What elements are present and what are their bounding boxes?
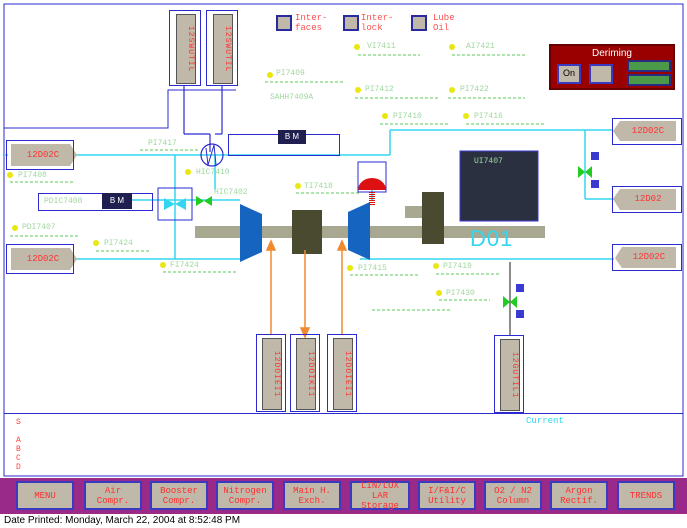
alarm-letter-a: A: [16, 436, 21, 445]
deriming-panel: Deriming On: [549, 44, 675, 90]
deriming-status-2: [627, 74, 671, 86]
coupling: [422, 192, 444, 244]
frame-left-top: [6, 140, 74, 170]
frame-left-bottom: [6, 244, 74, 274]
deriming-on-button[interactable]: On: [557, 64, 581, 84]
tag-pi7415[interactable]: PI7415: [358, 264, 387, 273]
arrow-card-right-mid[interactable]: 12D02: [634, 194, 662, 204]
legend-interfaces-label: Inter-faces: [295, 13, 328, 33]
arrow-card-left-bottom[interactable]: 12D02C: [26, 254, 60, 264]
menu-button-menu[interactable]: MENU: [16, 481, 74, 510]
deriming-off-button[interactable]: [589, 64, 613, 84]
control-valve-left-icon: [157, 187, 193, 221]
arrow-card-right-top[interactable]: 12D02C: [631, 126, 665, 136]
tag-pi7409[interactable]: PI7409: [276, 69, 305, 78]
gear-box: [292, 210, 322, 254]
tag-ui7407[interactable]: UI7407: [474, 157, 503, 166]
tag-card-top-left[interactable]: 12SWUTIL: [176, 14, 196, 84]
alarm-letter-s: S: [16, 418, 21, 427]
alarm-panel: Current S A B C D: [4, 413, 683, 477]
tag-pi7408[interactable]: PI7408: [18, 171, 47, 180]
frame-top-left: [169, 10, 201, 86]
tag-underlines: [10, 54, 545, 311]
tag-card-bottom-3[interactable]: 12DOIEI1: [333, 338, 353, 410]
tag-card-top-right[interactable]: 12SWUTIL: [213, 14, 233, 84]
valve-green-3-icon: [503, 284, 524, 318]
compressor-left-icon: [240, 204, 262, 262]
arrow-card-left-top[interactable]: 12D02C: [26, 150, 60, 160]
compressor-right-icon: [348, 202, 370, 260]
bm-valve-2[interactable]: B M: [102, 193, 132, 209]
heat-exchanger-icon: [200, 143, 224, 167]
tag-ti7418[interactable]: TI7418: [304, 182, 333, 191]
bm-frame-2: [38, 193, 153, 211]
tag-hic7402[interactable]: HIC7402: [214, 188, 248, 197]
tag-pi7412[interactable]: PI7412: [365, 85, 394, 94]
dome-icon: [358, 178, 386, 190]
alarm-letter-d: D: [16, 463, 21, 472]
date-printed: Date Printed: Monday, March 22, 2004 at …: [4, 515, 241, 526]
tag-hic7410[interactable]: HIC7410: [196, 168, 230, 177]
orange-arrows: [265, 239, 348, 339]
alarm-letter-b: B: [16, 445, 21, 454]
menu-button-main-h-exch[interactable]: Main H.Exch.: [283, 481, 341, 510]
frame-bottom-1: [256, 334, 286, 412]
unit-label: D01: [470, 226, 514, 251]
tag-pi7416[interactable]: PI7416: [474, 112, 503, 121]
valve-green-1-icon: [196, 196, 212, 206]
frame-bottom-3: [327, 334, 357, 412]
tag-fi7424[interactable]: FI7424: [170, 261, 199, 270]
deriming-status-1: [627, 60, 671, 72]
tag-card-bottom-2[interactable]: 12DOIKI1: [296, 338, 316, 410]
arrow-card-right-bottom[interactable]: 12D02C: [632, 252, 666, 262]
indicator-dots: [7, 44, 469, 296]
tag-pi7424[interactable]: PI7424: [104, 239, 133, 248]
tag-pi7419[interactable]: PI7419: [443, 262, 472, 271]
tag-pdic7408[interactable]: PDIC7408: [44, 197, 83, 206]
tag-pi7417[interactable]: PI7417: [148, 139, 177, 148]
tag-pi7410[interactable]: PI7410: [393, 112, 422, 121]
card-leads: [183, 86, 223, 152]
legend-interlock-label: Inter-lock: [361, 13, 394, 33]
tag-vi7411[interactable]: VI7411: [367, 42, 396, 51]
tag-pi7430[interactable]: PI7430: [446, 289, 475, 298]
current-label: Current: [526, 416, 564, 426]
frame-top-right: [206, 10, 238, 86]
unit-block: [459, 150, 539, 222]
deriming-title: Deriming: [591, 48, 632, 59]
alarm-letter-c: C: [16, 454, 21, 463]
frame-right-top: [612, 118, 682, 145]
tag-ai7421[interactable]: AI7421: [466, 42, 495, 51]
inner-frame: [4, 89, 236, 129]
legend-lube-oil-swatch[interactable]: [411, 15, 427, 31]
menu-button-trends[interactable]: TRENDS: [617, 481, 675, 510]
frame-bottom-right: [494, 335, 524, 413]
frame-bottom-2: [290, 334, 320, 412]
legend-interfaces-swatch[interactable]: [276, 15, 292, 31]
frame-right-mid: [612, 186, 682, 213]
tag-card-bottom-1[interactable]: 12DOIEI1: [262, 338, 282, 410]
tag-pdi7407[interactable]: PDI7407: [22, 223, 56, 232]
tag-sahh7409a[interactable]: SAHH7409A: [270, 93, 314, 102]
tag-card-bottom-right[interactable]: 12GUTIL1: [500, 339, 520, 411]
frame-right-bottom: [612, 244, 682, 271]
tag-pi7422[interactable]: PI7422: [460, 85, 489, 94]
bm-valve-1[interactable]: B M: [278, 130, 306, 144]
legend-interlock-swatch[interactable]: [343, 15, 359, 31]
valve-green-2-icon: [578, 152, 599, 188]
screen-border: [3, 3, 684, 477]
